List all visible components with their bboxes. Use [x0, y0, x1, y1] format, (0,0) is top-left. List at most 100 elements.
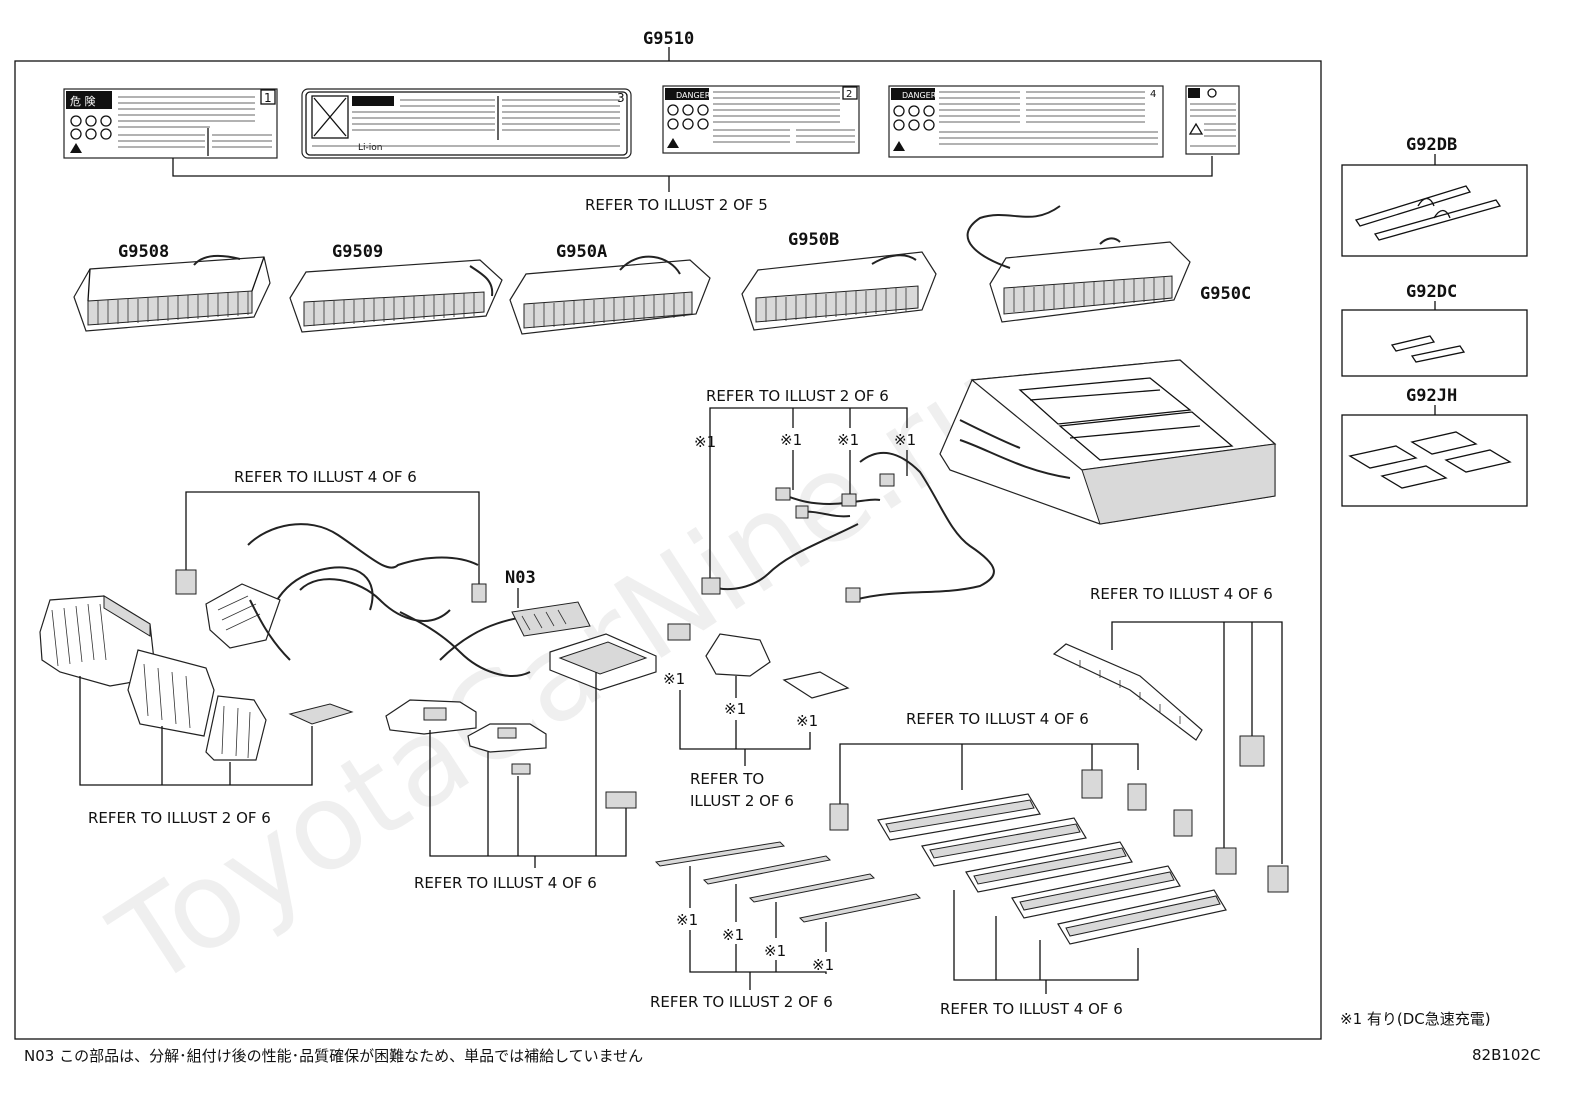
harness-n03[interactable] [399, 601, 591, 677]
side-parts: G92DB G92DC G92JH [1341, 135, 1528, 507]
duct-3[interactable] [965, 841, 1133, 893]
cover-small[interactable] [205, 695, 267, 761]
label-3-number: 3 [617, 91, 625, 105]
marker-w1: ※1 [694, 433, 716, 451]
right-parts-group: REFER TO ILLUST 4 OF 6 [1052, 585, 1289, 893]
duct-1[interactable] [877, 793, 1041, 841]
cover-plate[interactable] [288, 703, 354, 725]
harness-group: REFER TO ILLUST 4 OF 6 N03 [175, 468, 591, 677]
diagram-id: 82B102C [1472, 1046, 1540, 1064]
battery-modules: G9508 G9509 G950A G950B G950C [73, 205, 1251, 335]
code-module-2[interactable]: G9509 [332, 242, 383, 262]
sensor-block-small[interactable] [667, 623, 691, 641]
ref-ducts-top[interactable]: REFER TO ILLUST 4 OF 6 [906, 710, 1089, 728]
caution-label-4[interactable]: DANGER 4 [888, 85, 1164, 158]
connector-right-1[interactable] [1239, 735, 1265, 767]
battery-module-2[interactable] [289, 259, 503, 333]
marker-b3: ※1 [764, 942, 786, 960]
sensor-wire-harness[interactable] [701, 452, 995, 603]
duct-2[interactable] [921, 817, 1087, 867]
battery-module-3[interactable] [509, 255, 711, 335]
cover-medium[interactable] [127, 649, 215, 737]
cover-large[interactable] [39, 595, 157, 687]
duct-4[interactable] [1011, 865, 1181, 919]
bus-bar-1[interactable] [654, 841, 786, 867]
ref-bars-bottom[interactable]: REFER TO ILLUST 2 OF 6 [650, 993, 833, 1011]
ref-sensors-line2[interactable]: ILLUST 2 OF 6 [690, 792, 794, 810]
duct-5[interactable] [1057, 889, 1227, 945]
ref-right-top[interactable]: REFER TO ILLUST 4 OF 6 [1090, 585, 1273, 603]
code-module-3[interactable]: G950A [556, 242, 607, 262]
junction-block-2[interactable] [467, 723, 547, 753]
footer-note: N03 この部品は、分解･組付け後の性能･品質確保が困難なため、単品では補給して… [24, 1047, 643, 1065]
bus-bars-group: ※1 ※1 ※1 ※1 REFER TO ILLUST 2 OF 6 [650, 841, 922, 1011]
bus-bar-3[interactable] [748, 873, 876, 903]
code-side-3[interactable]: G92JH [1406, 386, 1457, 406]
label-4-number: 4 [1150, 89, 1156, 100]
battery-module-1[interactable] [73, 254, 271, 332]
caution-label-3[interactable]: Li-ion 3 [301, 88, 632, 159]
duct-clip-3[interactable] [1127, 783, 1147, 811]
code-main[interactable]: G9510 [643, 29, 694, 49]
code-module-4[interactable]: G950B [788, 230, 839, 250]
junction-block-1[interactable] [385, 699, 477, 735]
label-3-li: Li-ion [358, 143, 382, 153]
ducts-group: REFER TO ILLUST 4 OF 6 REFER TO ILLUST 4… [829, 710, 1227, 1018]
ref-harness-top[interactable]: REFER TO ILLUST 4 OF 6 [234, 468, 417, 486]
small-clip[interactable] [511, 763, 531, 775]
bus-bar-4[interactable] [798, 893, 922, 923]
label-1-number: 1 [264, 91, 272, 105]
marker-s1: ※1 [663, 670, 685, 688]
marker-s2: ※1 [724, 700, 746, 718]
main-wire-harness[interactable] [175, 523, 487, 641]
caution-label-small[interactable] [1185, 85, 1240, 155]
battery-ecu[interactable] [549, 633, 657, 691]
duct-clip-1[interactable] [829, 803, 849, 831]
harness-bracket[interactable] [205, 583, 291, 661]
code-harness[interactable]: N03 [505, 568, 536, 588]
marker-w4: ※1 [894, 431, 916, 449]
code-side-1[interactable]: G92DB [1406, 135, 1457, 155]
sensor-block-large[interactable] [705, 633, 771, 677]
battery-module-4[interactable] [741, 251, 937, 331]
side-part-2-box[interactable] [1341, 309, 1528, 377]
sensors-group: ※1 ※1 ※1 REFER TO ILLUST 2 OF 6 [663, 623, 850, 810]
code-module-1[interactable]: G9508 [118, 242, 169, 262]
ref-wires-top[interactable]: REFER TO ILLUST 2 OF 6 [706, 387, 889, 405]
caution-label-1[interactable]: 危 険 1 [63, 88, 278, 159]
code-module-5[interactable]: G950C [1200, 284, 1251, 304]
ref-ducts-bottom[interactable]: REFER TO ILLUST 4 OF 6 [940, 1000, 1123, 1018]
connector-right-2[interactable] [1215, 847, 1237, 875]
sensor-plate[interactable] [782, 671, 850, 699]
connector-right-3[interactable] [1267, 865, 1289, 893]
ref-sensors-line1[interactable]: REFER TO [690, 770, 764, 788]
label-1-title: 危 険 [70, 95, 96, 108]
label-2-number: 2 [846, 89, 852, 100]
label-2-title: DANGER [676, 91, 711, 100]
ref-covers-bottom[interactable]: REFER TO ILLUST 2 OF 6 [88, 809, 271, 827]
battery-pack-assembly[interactable] [939, 359, 1277, 525]
marker-b1: ※1 [676, 911, 698, 929]
caution-label-2[interactable]: DANGER 2 [662, 85, 860, 154]
code-side-2[interactable]: G92DC [1406, 282, 1457, 302]
side-part-3-box[interactable] [1341, 414, 1528, 507]
marker-b2: ※1 [722, 926, 744, 944]
main-assembly-frame [14, 60, 1322, 1040]
duct-clip-2[interactable] [1081, 769, 1103, 799]
ref-brackets-bottom[interactable]: REFER TO ILLUST 4 OF 6 [414, 874, 597, 892]
battery-module-5[interactable] [966, 205, 1191, 323]
marker-w2: ※1 [780, 431, 802, 449]
bus-bar-2[interactable] [702, 855, 832, 885]
bus-bar-long[interactable] [1052, 643, 1203, 741]
side-part-1-box[interactable] [1341, 164, 1528, 257]
brackets-group: REFER TO ILLUST 4 OF 6 [385, 633, 657, 892]
marker-s3: ※1 [796, 712, 818, 730]
marker-w3: ※1 [837, 431, 859, 449]
marker-b4: ※1 [812, 956, 834, 974]
connector-block[interactable] [605, 791, 637, 809]
sensor-wires-group: REFER TO ILLUST 2 OF 6 ※1 ※1 ※1 ※1 [694, 387, 995, 603]
duct-clip-4[interactable] [1173, 809, 1193, 837]
footnote-marker: ※1 有り(DC急速充電) [1340, 1010, 1491, 1028]
ref-labels[interactable]: REFER TO ILLUST 2 OF 5 [585, 196, 768, 214]
